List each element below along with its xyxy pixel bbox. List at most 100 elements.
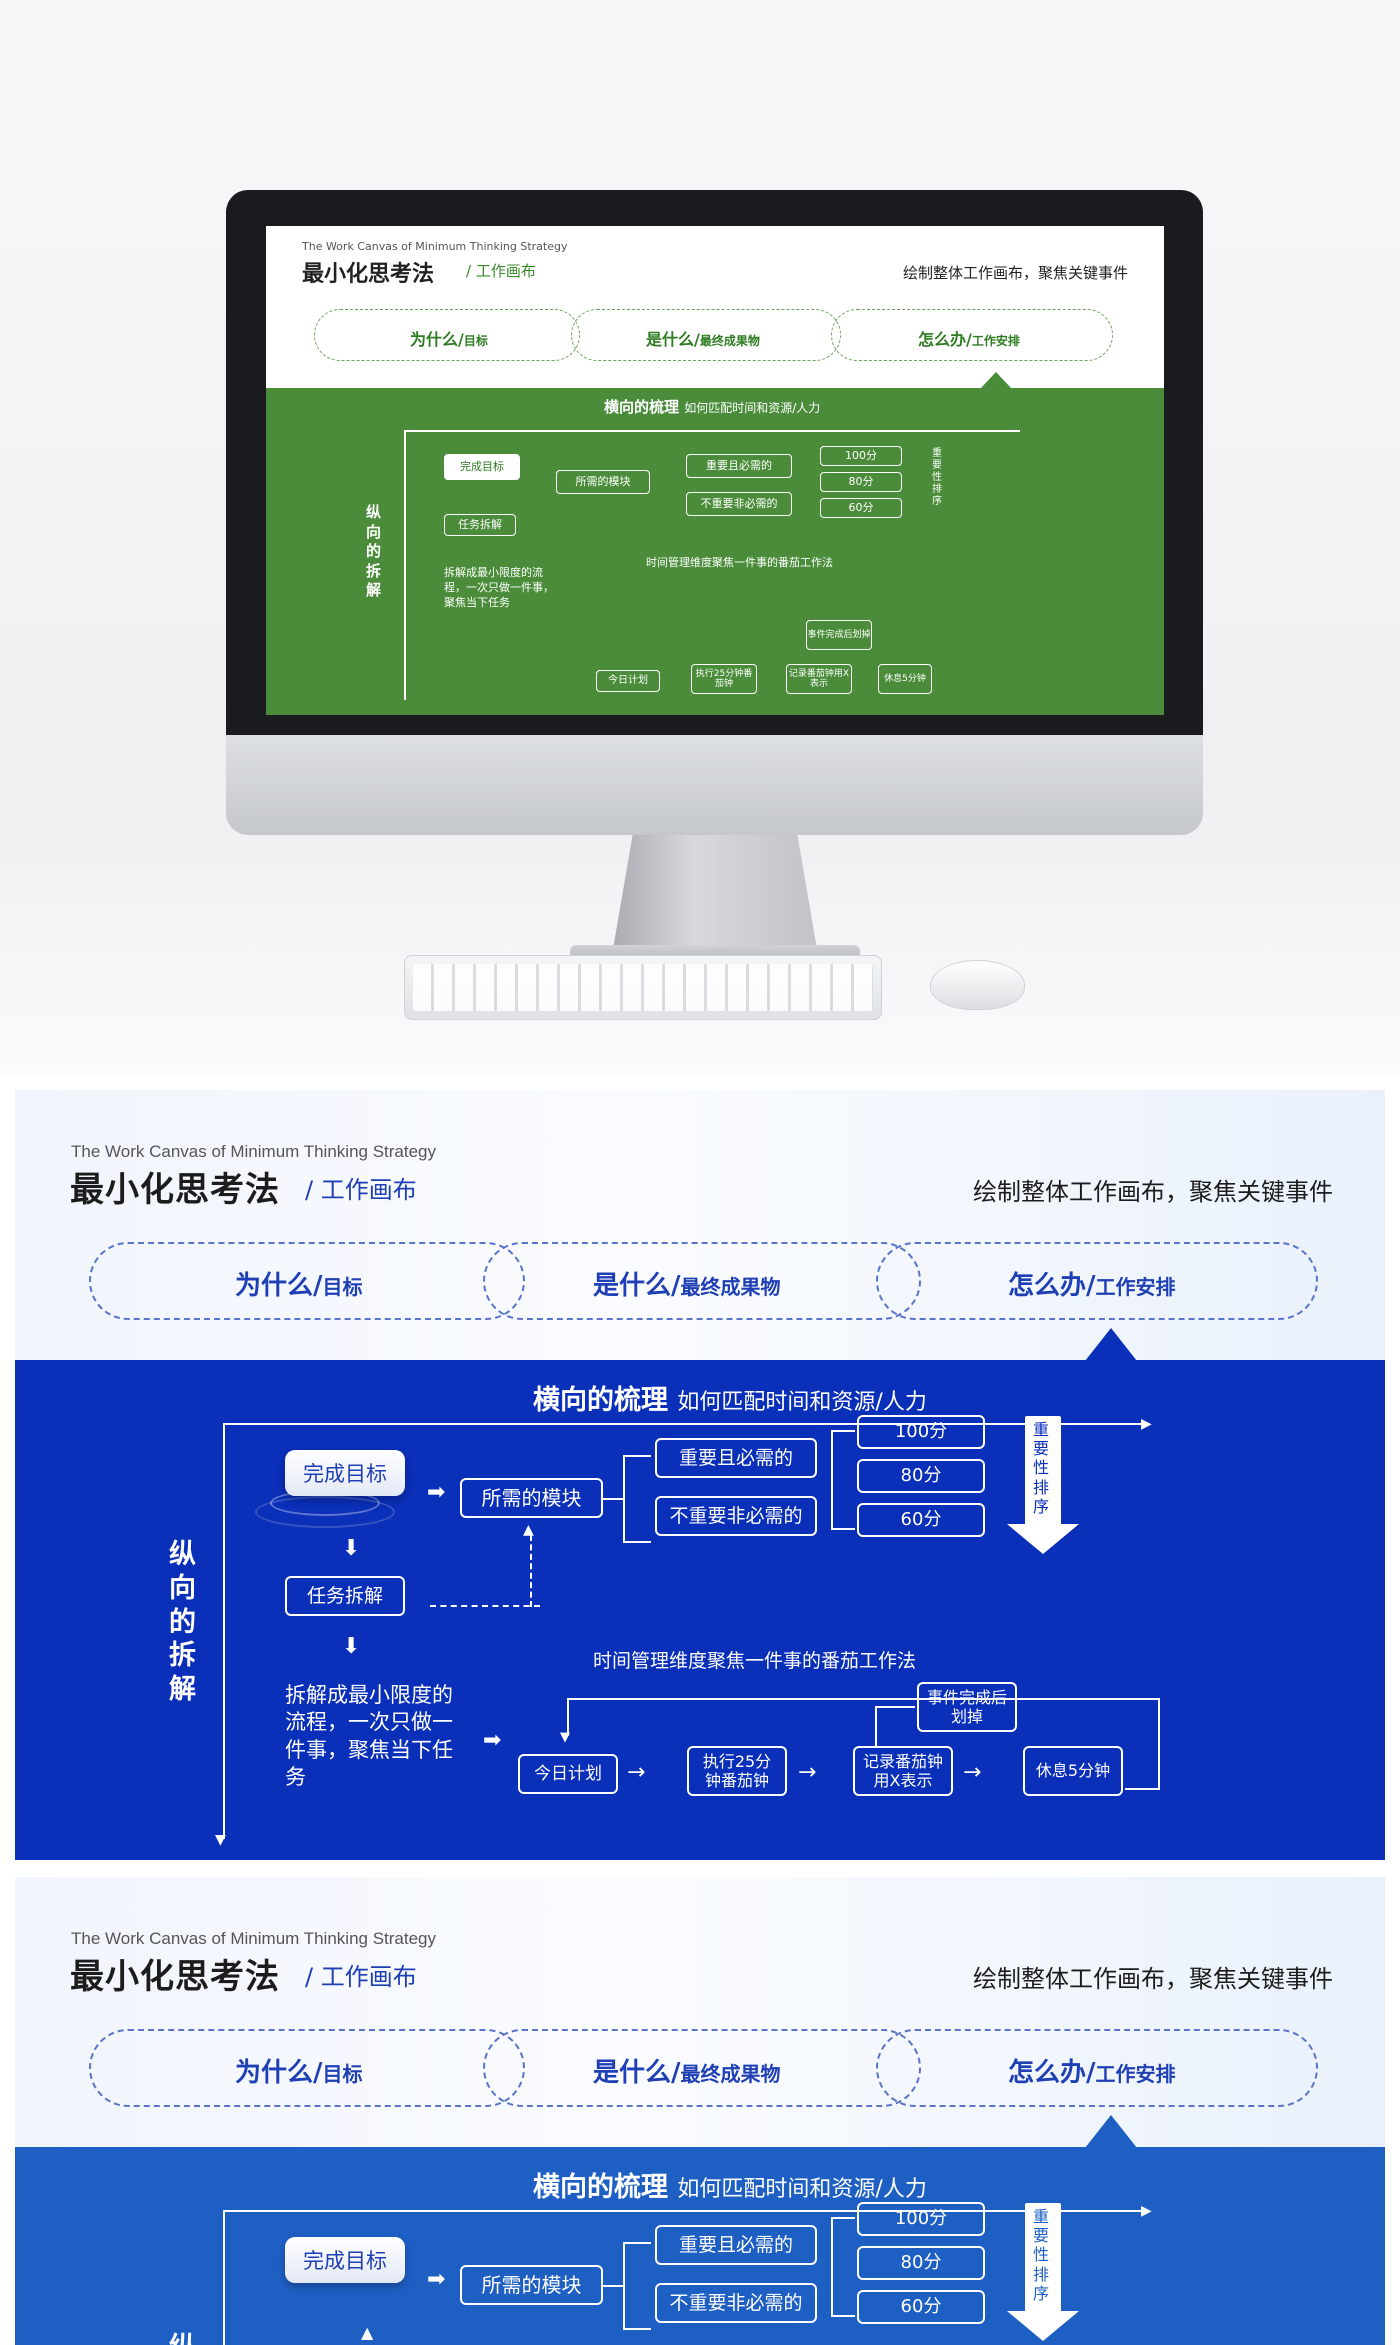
mini-split-desc: 拆解成最小限度的流程，一次只做一件事，聚焦当下任务 bbox=[444, 566, 554, 609]
modules-box: 所需的模块 bbox=[460, 2265, 603, 2305]
priority-arrow-head bbox=[1007, 1524, 1079, 1554]
horizontal-heading: 横向的梳理 如何匹配时间和资源/人力 bbox=[533, 1385, 927, 1416]
connector-line bbox=[831, 1430, 855, 1432]
vertical-heading: 纵 bbox=[169, 2325, 196, 2345]
connector-line bbox=[831, 2315, 855, 2317]
slide-title-sub: / 工作画布 bbox=[305, 1963, 417, 1991]
pill-why bbox=[89, 1242, 525, 1320]
mouse bbox=[930, 960, 1025, 1010]
priority-arrow-shaft bbox=[1025, 2203, 1061, 2313]
mini-pill-how bbox=[831, 309, 1113, 361]
mini-horizontal-axis bbox=[404, 430, 1020, 432]
vertical-axis bbox=[223, 2210, 225, 2345]
monitor-stand bbox=[612, 835, 818, 955]
mini-caret bbox=[980, 372, 1012, 389]
mini-pill-what-label: 是什么/最终成果物 bbox=[646, 330, 760, 349]
arrow-right-icon: → bbox=[963, 1760, 982, 1785]
header-caret bbox=[1085, 1328, 1137, 1361]
slide-title: 最小化思考法 bbox=[70, 1170, 280, 1210]
arrow-right-icon: → bbox=[798, 1760, 817, 1785]
dashed-arrowhead-icon: ▲ bbox=[523, 1522, 534, 1538]
mini-unimportant-box: 不重要非必需的 bbox=[686, 492, 792, 516]
connector-line bbox=[831, 1430, 833, 1528]
mini-vertical-axis bbox=[404, 430, 406, 700]
modules-box: 所需的模块 bbox=[460, 1478, 603, 1518]
diagram-panel: 横向的梳理 如何匹配时间和资源/人力 ▶ 纵 完成目标 ➡ 所需的模块 重要且必… bbox=[15, 2147, 1385, 2345]
horizontal-heading: 横向的梳理 如何匹配时间和资源/人力 bbox=[533, 2172, 927, 2203]
arrow-right-icon: ➡ bbox=[427, 2267, 446, 2292]
arrow-right-icon: ➡ bbox=[483, 1728, 502, 1753]
score-60-box: 60分 bbox=[857, 2290, 985, 2324]
score-80-box: 80分 bbox=[857, 2246, 985, 2280]
mini-title-sub: / 工作画布 bbox=[466, 262, 536, 280]
connector-line bbox=[623, 1455, 651, 1457]
connector-line bbox=[603, 2285, 623, 2287]
loop-line bbox=[1158, 1698, 1160, 1788]
connector-line bbox=[623, 1541, 651, 1543]
vertical-heading: 纵向的拆解 bbox=[169, 1539, 196, 1705]
dashed-arrowhead-icon: ▲ bbox=[361, 2323, 374, 2342]
connector-line bbox=[623, 2242, 651, 2244]
important-box: 重要且必需的 bbox=[655, 2225, 817, 2265]
header-caret bbox=[1085, 2115, 1137, 2148]
loop-line bbox=[1125, 1788, 1160, 1790]
priority-arrow-head bbox=[1007, 2311, 1079, 2341]
loop-arrowhead-icon: ▼ bbox=[560, 1730, 570, 1745]
split-description: 拆解成最小限度的流程，一次只做一件事，聚焦当下任务 bbox=[285, 1683, 453, 1789]
mini-score-60: 60分 bbox=[820, 498, 902, 518]
slide-subtitle: The Work Canvas of Minimum Thinking Stra… bbox=[71, 1142, 437, 1161]
branch-line bbox=[875, 1706, 915, 1708]
pill-how-label: 怎么办/工作安排 bbox=[1008, 1271, 1176, 1301]
priority-label: 重要性排序 bbox=[1033, 1420, 1050, 1516]
pomodoro-title: 时间管理维度聚焦一件事的番茄工作法 bbox=[593, 1650, 917, 1672]
slide-subtitle: The Work Canvas of Minimum Thinking Stra… bbox=[71, 1929, 437, 1948]
keyboard bbox=[404, 955, 882, 1020]
mini-pomodoro-title: 时间管理维度聚焦一件事的番茄工作法 bbox=[646, 556, 833, 569]
mini-modules-box: 所需的模块 bbox=[556, 470, 650, 494]
important-box: 重要且必需的 bbox=[655, 1438, 817, 1478]
mini-done-box: 事件完成后划掉 bbox=[806, 620, 872, 650]
mini-right-caption: 绘制整体工作画布，聚焦关键事件 bbox=[902, 264, 1128, 282]
mini-horizontal-heading: 横向的梳理 如何匹配时间和资源/人力 bbox=[604, 398, 821, 416]
mini-exec-box: 执行25分钟番茄钟 bbox=[691, 664, 757, 694]
execute-pomodoro-box: 执行25分钟番茄钟 bbox=[687, 1746, 787, 1796]
monitor-screen: The Work Canvas of Minimum Thinking Stra… bbox=[266, 226, 1164, 715]
monitor-mockup: The Work Canvas of Minimum Thinking Stra… bbox=[0, 0, 1400, 1075]
horizontal-axis-arrowhead: ▶ bbox=[1141, 1416, 1152, 1432]
mini-title: 最小化思考法 bbox=[302, 262, 435, 287]
score-60-box: 60分 bbox=[857, 1503, 985, 1537]
slide-header: The Work Canvas of Minimum Thinking Stra… bbox=[15, 1090, 1385, 1361]
slide-title: 最小化思考法 bbox=[70, 1957, 280, 1997]
mini-subtitle: The Work Canvas of Minimum Thinking Stra… bbox=[302, 240, 568, 253]
slide-right-caption: 绘制整体工作画布，聚焦关键事件 bbox=[973, 1965, 1333, 1993]
goal-button: 完成目标 bbox=[285, 1450, 405, 1496]
vertical-axis bbox=[223, 1423, 225, 1839]
connector-line bbox=[603, 1498, 623, 1500]
score-100-box: 100分 bbox=[857, 2202, 985, 2236]
horizontal-axis-arrowhead: ▶ bbox=[1141, 2203, 1152, 2219]
slide-right-caption: 绘制整体工作画布，聚焦关键事件 bbox=[973, 1178, 1333, 1206]
mini-score-100: 100分 bbox=[820, 446, 902, 466]
pill-how bbox=[876, 1242, 1318, 1320]
connector-line bbox=[831, 2217, 833, 2315]
slide-header: The Work Canvas of Minimum Thinking Stra… bbox=[15, 1877, 1385, 2148]
connector-line bbox=[831, 1528, 855, 1530]
horizontal-axis bbox=[223, 2210, 1143, 2212]
score-80-box: 80分 bbox=[857, 1459, 985, 1493]
pill-what bbox=[483, 2029, 921, 2107]
today-plan-box: 今日计划 bbox=[518, 1754, 618, 1794]
dashed-connector bbox=[530, 1535, 532, 1607]
record-pomodoro-box: 记录番茄钟用X表示 bbox=[853, 1746, 953, 1796]
connector-line bbox=[623, 1455, 625, 1541]
connector-line bbox=[623, 2328, 651, 2330]
loop-line bbox=[567, 1698, 569, 1736]
mini-important-box: 重要且必需的 bbox=[686, 454, 792, 478]
unimportant-box: 不重要非必需的 bbox=[655, 2283, 817, 2323]
mini-vertical-heading: 纵向的拆解 bbox=[366, 503, 382, 599]
mini-goal-button: 完成目标 bbox=[444, 454, 520, 480]
slide-mid-blue: The Work Canvas of Minimum Thinking Stra… bbox=[15, 1877, 1385, 2345]
split-box: 任务拆解 bbox=[285, 1576, 405, 1616]
goal-button: 完成目标 bbox=[285, 2237, 405, 2283]
diagram-panel: 横向的梳理 如何匹配时间和资源/人力 ▶ ▼ 纵向的拆解 完成目标 ➡ 所需的模… bbox=[15, 1360, 1385, 1860]
